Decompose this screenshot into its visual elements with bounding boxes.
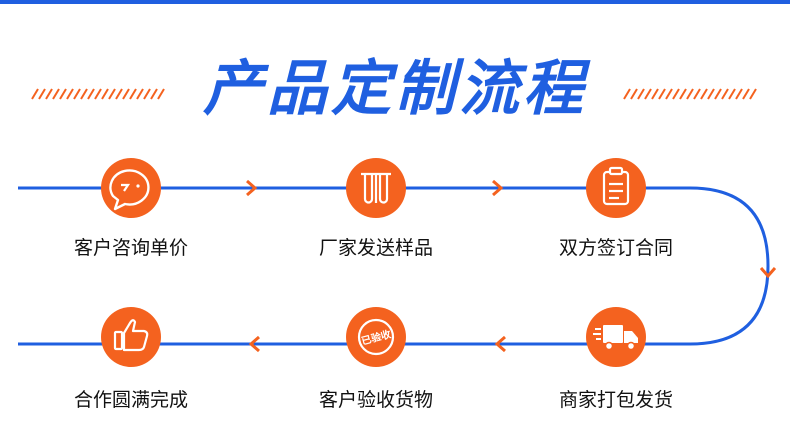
delivery-truck-icon <box>586 307 646 367</box>
arrow-right-1 <box>246 179 258 197</box>
arrow-right-2 <box>492 179 504 197</box>
chat-bubble-icon <box>101 158 161 218</box>
step-label-2: 厂家发送样品 <box>318 237 433 259</box>
left-slash-decoration <box>31 88 165 100</box>
clipboard-icon <box>586 158 646 218</box>
step-label-5: 客户验收货物 <box>318 389 433 411</box>
thumbs-up-icon <box>101 307 161 367</box>
turn-flow-curve <box>689 186 770 346</box>
received-stamp-icon: 已验收 <box>346 307 406 367</box>
step-label-1: 客户咨询单价 <box>73 237 188 259</box>
arrow-left-1 <box>494 335 506 353</box>
arrow-left-2 <box>248 335 260 353</box>
test-tubes-icon <box>346 158 406 218</box>
right-slash-decoration <box>623 88 757 100</box>
arrow-down <box>759 267 777 279</box>
top-accent-bar <box>0 0 790 4</box>
step-label-6: 合作圆满完成 <box>73 389 188 411</box>
page-title: 产品定制流程 <box>203 54 587 124</box>
step-label-4: 商家打包发货 <box>558 389 673 411</box>
step-label-3: 双方签订合同 <box>558 237 673 259</box>
